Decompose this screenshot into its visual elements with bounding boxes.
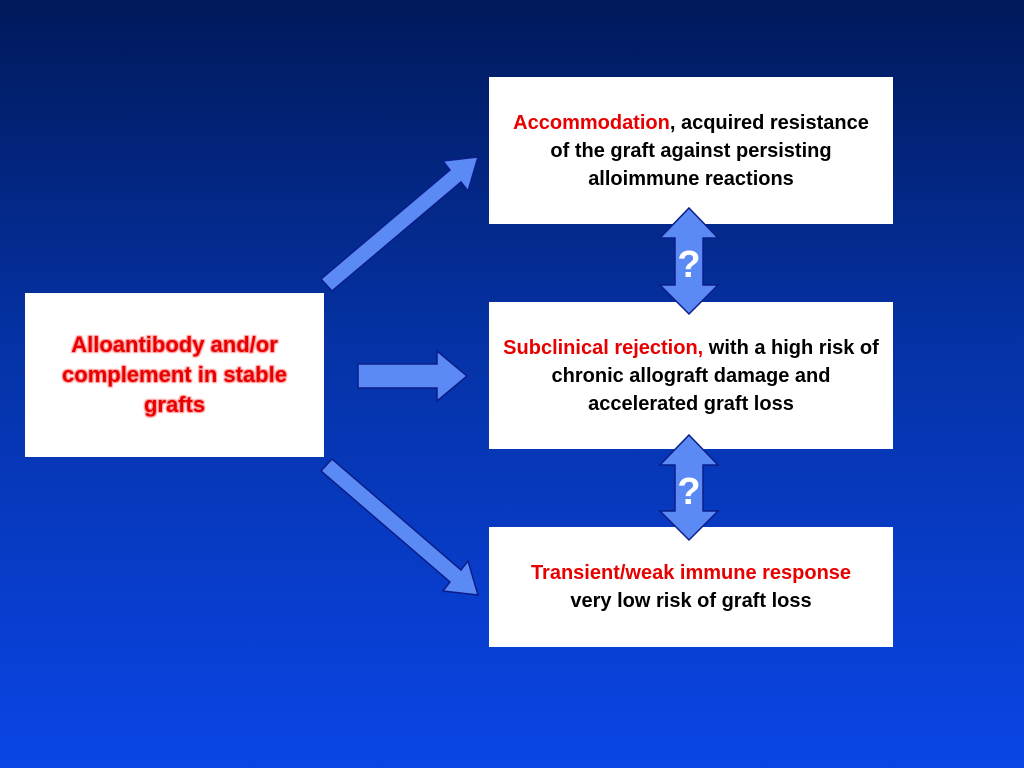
accommodation-description: , acquired resistance of the graft again… xyxy=(550,111,869,190)
transient-text: Transient/weak immune response very low r… xyxy=(531,559,851,615)
arrow-to-accommodation xyxy=(319,156,480,293)
accommodation-highlight: Accommodation xyxy=(513,111,670,134)
subclinical-highlight: Subclinical rejection, xyxy=(503,336,704,359)
subclinical-text: Subclinical rejection, with a high risk … xyxy=(503,334,879,418)
arrow-to-transient xyxy=(319,457,480,596)
outcome-box-accommodation: Accommodation, acquired resistance of th… xyxy=(489,77,893,224)
outcome-box-subclinical: Subclinical rejection, with a high risk … xyxy=(489,302,893,449)
outcome-box-transient: Transient/weak immune response very low r… xyxy=(489,527,893,647)
source-label: Alloantibody and/or complement in stable… xyxy=(62,332,287,417)
question-mark-lower: ? xyxy=(677,471,700,513)
transient-description: very low risk of graft loss xyxy=(570,590,812,612)
double-arrow-lower xyxy=(658,433,720,542)
double-arrow-upper xyxy=(658,206,720,316)
transient-highlight: Transient/weak immune response xyxy=(530,562,852,584)
arrow-to-subclinical xyxy=(357,349,469,403)
accommodation-text: Accommodation, acquired resistance of th… xyxy=(507,109,875,193)
subclinical-description: with a high risk of chronic allograft da… xyxy=(551,336,879,415)
question-mark-upper: ? xyxy=(677,244,700,286)
source-box: Alloantibody and/or complement in stable… xyxy=(25,293,324,457)
